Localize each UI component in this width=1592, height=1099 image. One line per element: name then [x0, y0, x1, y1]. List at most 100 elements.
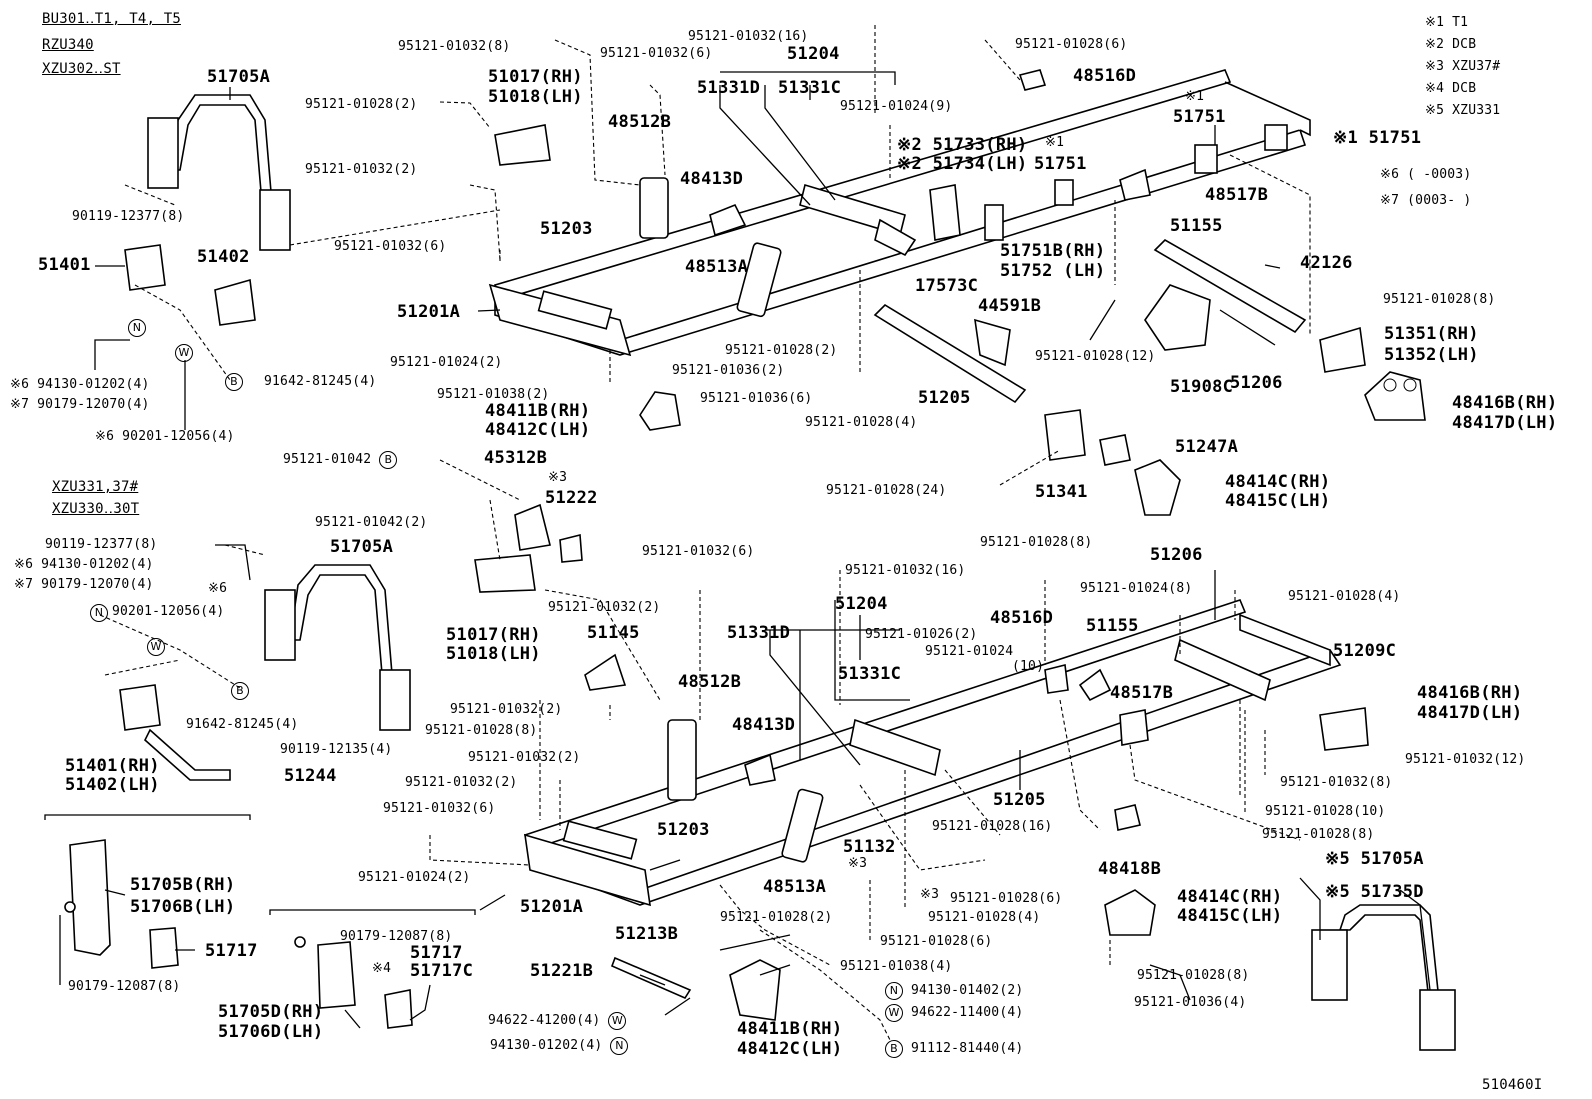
model-header-top-3: XZU302‥ST	[42, 61, 121, 77]
part-label-51717-a: 51717	[205, 941, 258, 961]
part-label-95121-01028-6: 95121-01028(6)	[1015, 37, 1128, 52]
part-label-95121-01028-4c: 95121-01028(4)	[928, 910, 1041, 925]
part-label-51206-b: 51206	[1150, 545, 1203, 565]
part-label-95121-01028-8: 95121-01028(8)	[1383, 292, 1496, 307]
nut-symbol: N	[128, 319, 146, 337]
model-header-top-1: BU301‥T1, T4, T5	[42, 11, 181, 27]
part-label-51206: 51206	[1230, 373, 1283, 393]
part-label-48416B-b: 48416B(RH)	[1417, 683, 1523, 703]
part-label-51705A-c: ※5 51705A	[1325, 849, 1424, 869]
part-label-48413D-b: 48413D	[732, 715, 796, 735]
washer-symbol-2: W	[147, 638, 165, 656]
note-5: ※5 XZU331	[1425, 103, 1501, 118]
part-label-90201-12056: ※6 90201-12056(4)	[95, 429, 235, 444]
part-label-95121-01032-8b: 95121-01032(8)	[1280, 775, 1393, 790]
part-label-44591B: 44591B	[978, 296, 1042, 316]
part-label-48516D: 48516D	[1073, 66, 1137, 86]
part-label-51734: ※2 51734(LH)	[897, 154, 1028, 174]
part-label-90201-12056-b: 90201-12056(4)	[112, 604, 225, 619]
part-label-51352: 51352(LH)	[1384, 345, 1479, 365]
part-label-95121-01028-10: 95121-01028(10)	[1265, 804, 1386, 819]
part-label-90179-12070-b: ※7 90179-12070(4)	[14, 577, 154, 592]
part-label-45312B: 45312B	[484, 448, 548, 468]
part-label-51341: 51341	[1035, 482, 1088, 502]
part-label-94622-41200: 94622-41200(4) W	[488, 1012, 627, 1030]
part-label-51018-b: 51018(LH)	[446, 644, 541, 664]
part-label-51203-b: 51203	[657, 820, 710, 840]
part-label-51205: 51205	[918, 388, 971, 408]
note-3: ※3 XZU37#	[1425, 59, 1501, 74]
part-label-51705B: 51705B(RH)	[130, 875, 236, 895]
part-label-51717-b: 51717	[410, 943, 463, 963]
part-label-51351: 51351(RH)	[1384, 324, 1479, 344]
part-label-48411B-b: 48411B(RH)	[737, 1019, 843, 1039]
washer-symbol: W	[175, 344, 193, 362]
part-label-95121-01032-2b: 95121-01032(2)	[548, 600, 661, 615]
part-label-91642-81245-b: 91642-81245(4)	[186, 717, 299, 732]
part-label-95121-01028-8c: 95121-01028(8)	[980, 535, 1093, 550]
model-header-bottom-1: XZU331,37#	[52, 479, 139, 495]
part-label-51201A: 51201A	[397, 302, 461, 322]
part-label-42126: 42126	[1300, 253, 1353, 273]
part-label-51751b: 51751	[1034, 154, 1087, 174]
part-label-48412C: 48412C(LH)	[485, 420, 591, 440]
part-label-95121-01032-6c: 95121-01032(6)	[383, 801, 496, 816]
part-label-51204-b: 51204	[835, 594, 888, 614]
part-label-51331D-b: 51331D	[727, 623, 791, 643]
part-label-51204: 51204	[787, 44, 840, 64]
part-label-95121-01042-2: 95121-01042(2)	[315, 515, 428, 530]
part-label-51247A: 51247A	[1175, 437, 1239, 457]
part-label-48417D-b: 48417D(LH)	[1417, 703, 1523, 723]
part-label-95121-01032-6d: 95121-01032(6)	[642, 544, 755, 559]
part-label-48517B-b: 48517B	[1110, 683, 1174, 703]
part-label-48512B: 48512B	[608, 112, 672, 132]
part-label-51908C: 51908C	[1170, 377, 1234, 397]
part-label-95121-01036-2: 95121-01036(2)	[672, 363, 785, 378]
part-label-95121-01028-24: 95121-01028(24)	[826, 483, 947, 498]
part-label-95121-01028-16: 95121-01028(16)	[932, 819, 1053, 834]
part-label-48414C: 48414C(RH)	[1225, 472, 1331, 492]
part-label-51706D: 51706D(LH)	[218, 1022, 324, 1042]
bottom-leader-lines	[44, 459, 1431, 1041]
note-mark-1b: ※1	[1045, 135, 1065, 150]
bottom-frame-assembly	[64, 503, 1456, 1051]
part-label-95121-01036-6: 95121-01036(6)	[700, 391, 813, 406]
note-mark-1a: ※1	[1185, 89, 1205, 104]
part-label-51402-b: 51402(LH)	[65, 775, 160, 795]
part-label-51735D: ※5 51735D	[1325, 882, 1424, 902]
part-label-48416B: 48416B(RH)	[1452, 393, 1558, 413]
part-label-51132: 51132	[843, 837, 896, 857]
bolt-symbol-3: B	[231, 682, 249, 700]
part-label-51705A: 51705A	[207, 67, 271, 87]
part-label-51331D: 51331D	[697, 78, 761, 98]
note-7: ※7 (0003- )	[1380, 193, 1472, 208]
part-label-94622-11400: W 94622-11400(4)	[885, 1004, 1023, 1022]
part-label-95121-01028-4b: 95121-01028(4)	[1288, 589, 1401, 604]
part-label-95121-01024-9: 95121-01024(9)	[840, 99, 953, 114]
part-label-95121-01028-4: 95121-01028(4)	[805, 415, 918, 430]
part-label-95121-01028-6b: 95121-01028(6)	[950, 891, 1063, 906]
part-label-90119-12377-b: 90119-12377(8)	[45, 537, 158, 552]
part-label-48512B-b: 48512B	[678, 672, 742, 692]
part-label-17573C: 17573C	[915, 276, 979, 296]
nut-symbol-2: N	[90, 604, 108, 622]
part-label-95121-01028-6c: 95121-01028(6)	[880, 934, 993, 949]
part-label-95121-01028-8e: 95121-01028(8)	[1137, 968, 1250, 983]
part-label-48412C-b: 48412C(LH)	[737, 1039, 843, 1059]
part-label-90119-12377: 90119-12377(8)	[72, 209, 185, 224]
part-label-95121-01032-2c: 95121-01032(2)	[450, 702, 563, 717]
note-mark-4: ※4	[372, 961, 392, 976]
part-label-95121-01042: 95121-01042 B	[283, 451, 398, 469]
note-mark-6: ※6	[208, 581, 228, 596]
part-label-51706B: 51706B(LH)	[130, 897, 236, 917]
part-label-51751c: ※1 51751	[1333, 128, 1422, 148]
part-label-95121-01026-2: 95121-01026(2)	[865, 627, 978, 642]
part-label-48513A: 48513A	[685, 257, 749, 277]
part-label-51401-b: 51401(RH)	[65, 756, 160, 776]
part-label-51209C: 51209C	[1333, 641, 1397, 661]
diagram-id: 510460I	[1482, 1077, 1543, 1093]
note-mark-3a: ※3	[548, 470, 568, 485]
part-label-51205-b: 51205	[993, 790, 1046, 810]
part-label-51401: 51401	[38, 255, 91, 275]
part-label-94130-01202-b: ※6 94130-01202(4)	[14, 557, 154, 572]
